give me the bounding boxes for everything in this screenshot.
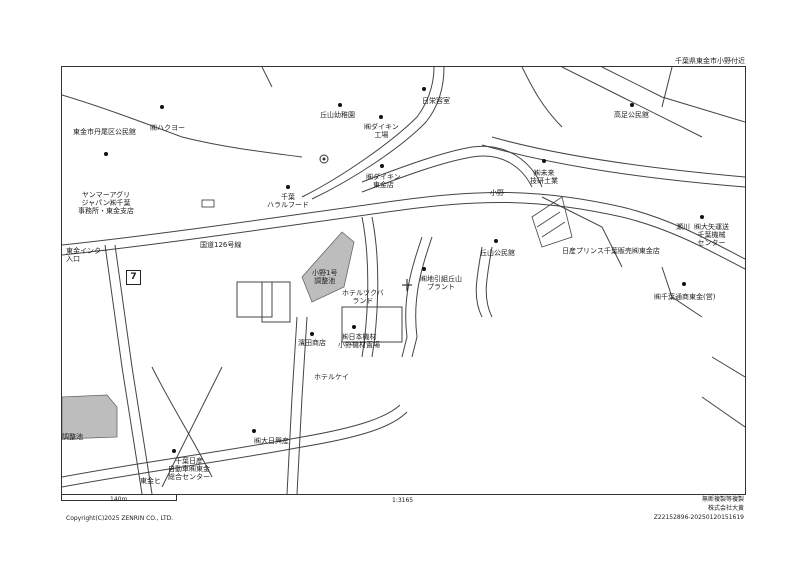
label-yanmar: ヤンマーアグリ ジャパン㈱千葉 事務所・東金支店 (78, 191, 134, 215)
label-nichizoku: 日栄容室 (422, 97, 450, 105)
label-daikin-togane: ㈱ダイキン 東金店 (366, 173, 401, 189)
poi-marker (630, 103, 634, 107)
notice-line-2: 株式会社大黄 (707, 505, 744, 512)
copyright: Copyright(C)2025 ZENRIN CO., LTD. (66, 515, 174, 522)
poi-marker (494, 239, 498, 243)
poi-marker (104, 152, 108, 156)
poi-marker (379, 115, 383, 119)
label-hara: 濱田商店 (298, 339, 326, 347)
scale-label: 140m (110, 496, 128, 503)
label-daikin-kojo: ㈱ダイキン 工場 (364, 123, 399, 139)
poi-marker (310, 332, 314, 336)
label-otogo: ㈱大日興産 (254, 437, 289, 445)
label-nihon: ㈱日本機材 小野機材置場 (338, 333, 380, 349)
poi-marker (286, 185, 290, 189)
map-area[interactable]: ㈱ハクヨー 東金市丹尾区公民館 ヤンマーアグリ ジャパン㈱千葉 事務所・東金支店… (61, 66, 746, 495)
map-roads (62, 67, 745, 494)
poi-marker (338, 103, 342, 107)
label-hg: 東金ヒ (140, 477, 161, 485)
poi-marker (352, 325, 356, 329)
notice-line-1: 無断複製等複製 (701, 496, 744, 503)
poi-marker (380, 164, 384, 168)
label-route126: 国道126号線 (200, 241, 242, 249)
label-fuji: 瀬川 (676, 223, 690, 231)
poi-marker (422, 267, 426, 271)
label-hotel-tsukuba: ホテルツクバ ランド (342, 289, 384, 305)
poi-marker (682, 282, 686, 286)
notice-line-3: Z22152896-20250120151619 (653, 514, 744, 521)
notice-block: 無断複製等複製 株式会社大黄 Z22152896-20250120151619 (654, 495, 744, 522)
poi-marker (422, 87, 426, 91)
label-hakuyo: ㈱ハクヨー (150, 124, 185, 132)
poi-marker (172, 449, 176, 453)
poi-marker (160, 105, 164, 109)
poi-marker (252, 429, 256, 433)
label-chohiki: ㈱地引組丘山 プラント (420, 275, 462, 291)
poi-marker (542, 159, 546, 163)
label-mirai: ㈱未来 技研土業 (530, 169, 558, 185)
label-chosei: 調整池 (62, 433, 83, 441)
location-header: 千葉県東金市小野付近 (675, 57, 745, 65)
label-takao: 高足公民館 (614, 111, 649, 119)
poi-marker (700, 215, 704, 219)
scale-bar (61, 494, 177, 501)
label-ono: 小野 (490, 189, 504, 197)
label-ikou: 東金インター 入口 (66, 247, 108, 263)
label-ono-chosei: 小野1号 調整池 (312, 269, 338, 285)
label-hotel-kei: ホテルケイ (314, 373, 349, 381)
convenience-store-icon: 7 (126, 270, 141, 285)
label-okayama-koumin: 丘山公民館 (480, 249, 515, 257)
label-nissan: 日産プリンス千葉販売㈱東金店 (562, 247, 660, 255)
label-okayama-yochien: 丘山幼稚園 (320, 111, 355, 119)
label-chiba-nissan: 千葉日産 自動車㈱東金 総合センター (168, 457, 210, 481)
label-tanao: 東金市丹尾区公民館 (73, 128, 136, 136)
label-chiba-harafu: 千葉 ハラルフード (267, 193, 309, 209)
label-chiba-tsusho: ㈱千葉通商東金(営) (654, 293, 716, 301)
scale-ratio: 1:3165 (392, 497, 414, 504)
label-taiyo: ㈱大矢運送 千葉機械 センター (694, 223, 729, 247)
